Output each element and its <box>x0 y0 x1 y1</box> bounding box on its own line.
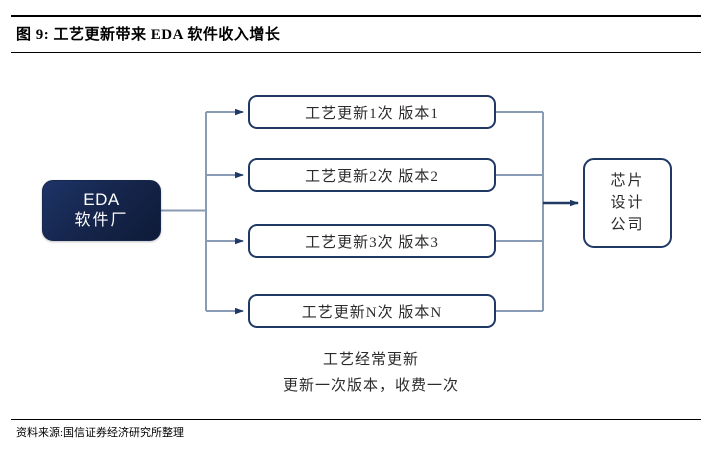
node-step-3[interactable]: 工艺更新3次 版本3 <box>248 224 496 258</box>
node-step-3-label: 工艺更新3次 版本3 <box>305 234 439 251</box>
node-chip-design-company[interactable]: 芯片 设计 公司 <box>583 158 672 248</box>
node-eda-label-en: EDA <box>83 189 120 209</box>
diagram-caption-line-1: 工艺经常更新 <box>322 352 419 368</box>
node-step-2-label: 工艺更新2次 版本2 <box>305 168 439 185</box>
node-chip-label-line2: 设计 <box>610 195 645 211</box>
diagram-caption: 工艺经常更新 更新一次版本，收费一次 <box>216 347 526 399</box>
diagram-caption-line-2: 更新一次版本，收费一次 <box>282 378 459 394</box>
flow-diagram: EDA 软件厂 工艺更新1次 版本1 工艺更新2次 版本2 工艺更新3次 版本3… <box>0 55 712 415</box>
node-step-2[interactable]: 工艺更新2次 版本2 <box>248 158 496 192</box>
source-note: 资料来源:国信证券经济研究所整理 <box>16 427 185 439</box>
header-rule-top <box>11 15 701 17</box>
node-eda-label-cn: 软件厂 <box>74 211 129 229</box>
page-title: 图 9: 工艺更新带来 EDA 软件收入增长 <box>16 27 281 43</box>
connector-layer <box>161 108 579 315</box>
node-step-4[interactable]: 工艺更新N次 版本N <box>248 294 496 328</box>
node-step-1-label: 工艺更新1次 版本1 <box>305 105 439 122</box>
node-chip-label-line1: 芯片 <box>610 173 645 189</box>
footer-rule <box>11 419 701 420</box>
node-step-4-label: 工艺更新N次 版本N <box>301 304 443 321</box>
node-step-1[interactable]: 工艺更新1次 版本1 <box>248 95 496 129</box>
node-eda-vendor[interactable]: EDA 软件厂 <box>42 180 161 241</box>
header-rule-bottom <box>11 52 701 53</box>
node-chip-label-line3: 公司 <box>610 217 645 233</box>
